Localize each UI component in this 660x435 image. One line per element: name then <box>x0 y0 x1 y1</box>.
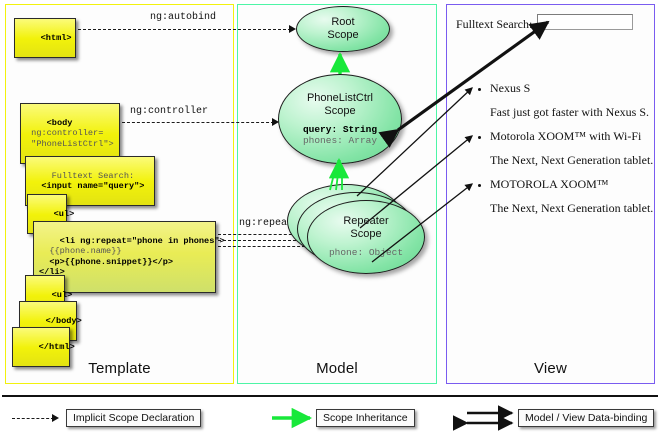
connector-ng-autobind-line <box>78 29 291 30</box>
panel-template-label: Template <box>88 360 151 377</box>
panel-view: View <box>446 4 655 384</box>
scope-phonelistctrl-prop-phones: phones: Array <box>302 135 378 146</box>
panel-view-label: View <box>533 360 568 377</box>
scope-phonelistctrl-title-line1: PhoneListCtrl <box>306 91 374 104</box>
view-item-name-1: Motorola XOOM™ with Wi-Fi <box>490 129 642 143</box>
connector-ng-repeat-label: ng:repeat <box>239 218 294 229</box>
code-box-html-close: </html> <box>12 327 75 367</box>
scope-root-title-line2: Scope <box>327 29 359 41</box>
scope-repeater-front: Repeater Scope phone: Object <box>307 200 425 274</box>
scope-phonelistctrl-prop-query: query: String <box>302 123 378 135</box>
panel-model-label: Model <box>316 360 358 377</box>
legend-arrow-implicit-line <box>12 418 54 419</box>
connector-ng-autobind-label: ng:autobind <box>150 12 217 23</box>
connector-ng-repeat-line-3 <box>218 246 310 247</box>
legend-item-implicit-scope-declaration: Implicit Scope Declaration <box>66 409 202 427</box>
view-item-snippet-0: Fast just got faster with Nexus S. <box>490 105 649 119</box>
scope-repeater-prop-phone: phone: Object <box>328 247 404 259</box>
connector-ng-repeat-line-2 <box>218 240 306 241</box>
connector-ng-controller-arrowhead <box>272 118 279 126</box>
scope-repeater-title-line2: Scope <box>350 228 382 241</box>
scope-root: Root Scope <box>296 6 390 52</box>
scope-phonelistctrl-title-line2: Scope <box>324 104 356 117</box>
legend-item-scope-inheritance: Scope Inheritance <box>316 409 415 427</box>
view-search-label: Fulltext Search: <box>456 17 533 31</box>
legend-item-model-view-data-binding: Model / View Data-binding <box>518 409 655 427</box>
view-item-name-2: MOTOROLA XOOM™ <box>490 177 609 191</box>
code-box-body-open: <body ng:controller= "PhoneListCtrl"> <box>20 103 120 164</box>
connector-ng-controller-line <box>122 122 274 123</box>
view-search-input[interactable] <box>537 14 633 30</box>
view-bullet-2 <box>478 184 482 188</box>
code-box-html-open: <html> <box>14 18 76 58</box>
legend-arrow-implicit-head <box>52 414 59 422</box>
view-item-name-0: Nexus S <box>490 81 531 95</box>
view-item-snippet-2: The Next, Next Generation tablet. <box>490 201 654 215</box>
scope-repeater-title-line1: Repeater <box>343 215 389 228</box>
connector-ng-controller-label: ng:controller <box>130 106 209 117</box>
legend-divider <box>2 395 658 397</box>
scope-root-title-line1: Root <box>331 16 355 28</box>
scope-phonelistctrl: PhoneListCtrl Scope query: String phones… <box>278 74 402 164</box>
connector-ng-repeat-line-1 <box>218 234 302 235</box>
connector-ng-autobind-arrowhead <box>289 25 296 33</box>
view-item-snippet-1: The Next, Next Generation tablet. <box>490 153 654 167</box>
